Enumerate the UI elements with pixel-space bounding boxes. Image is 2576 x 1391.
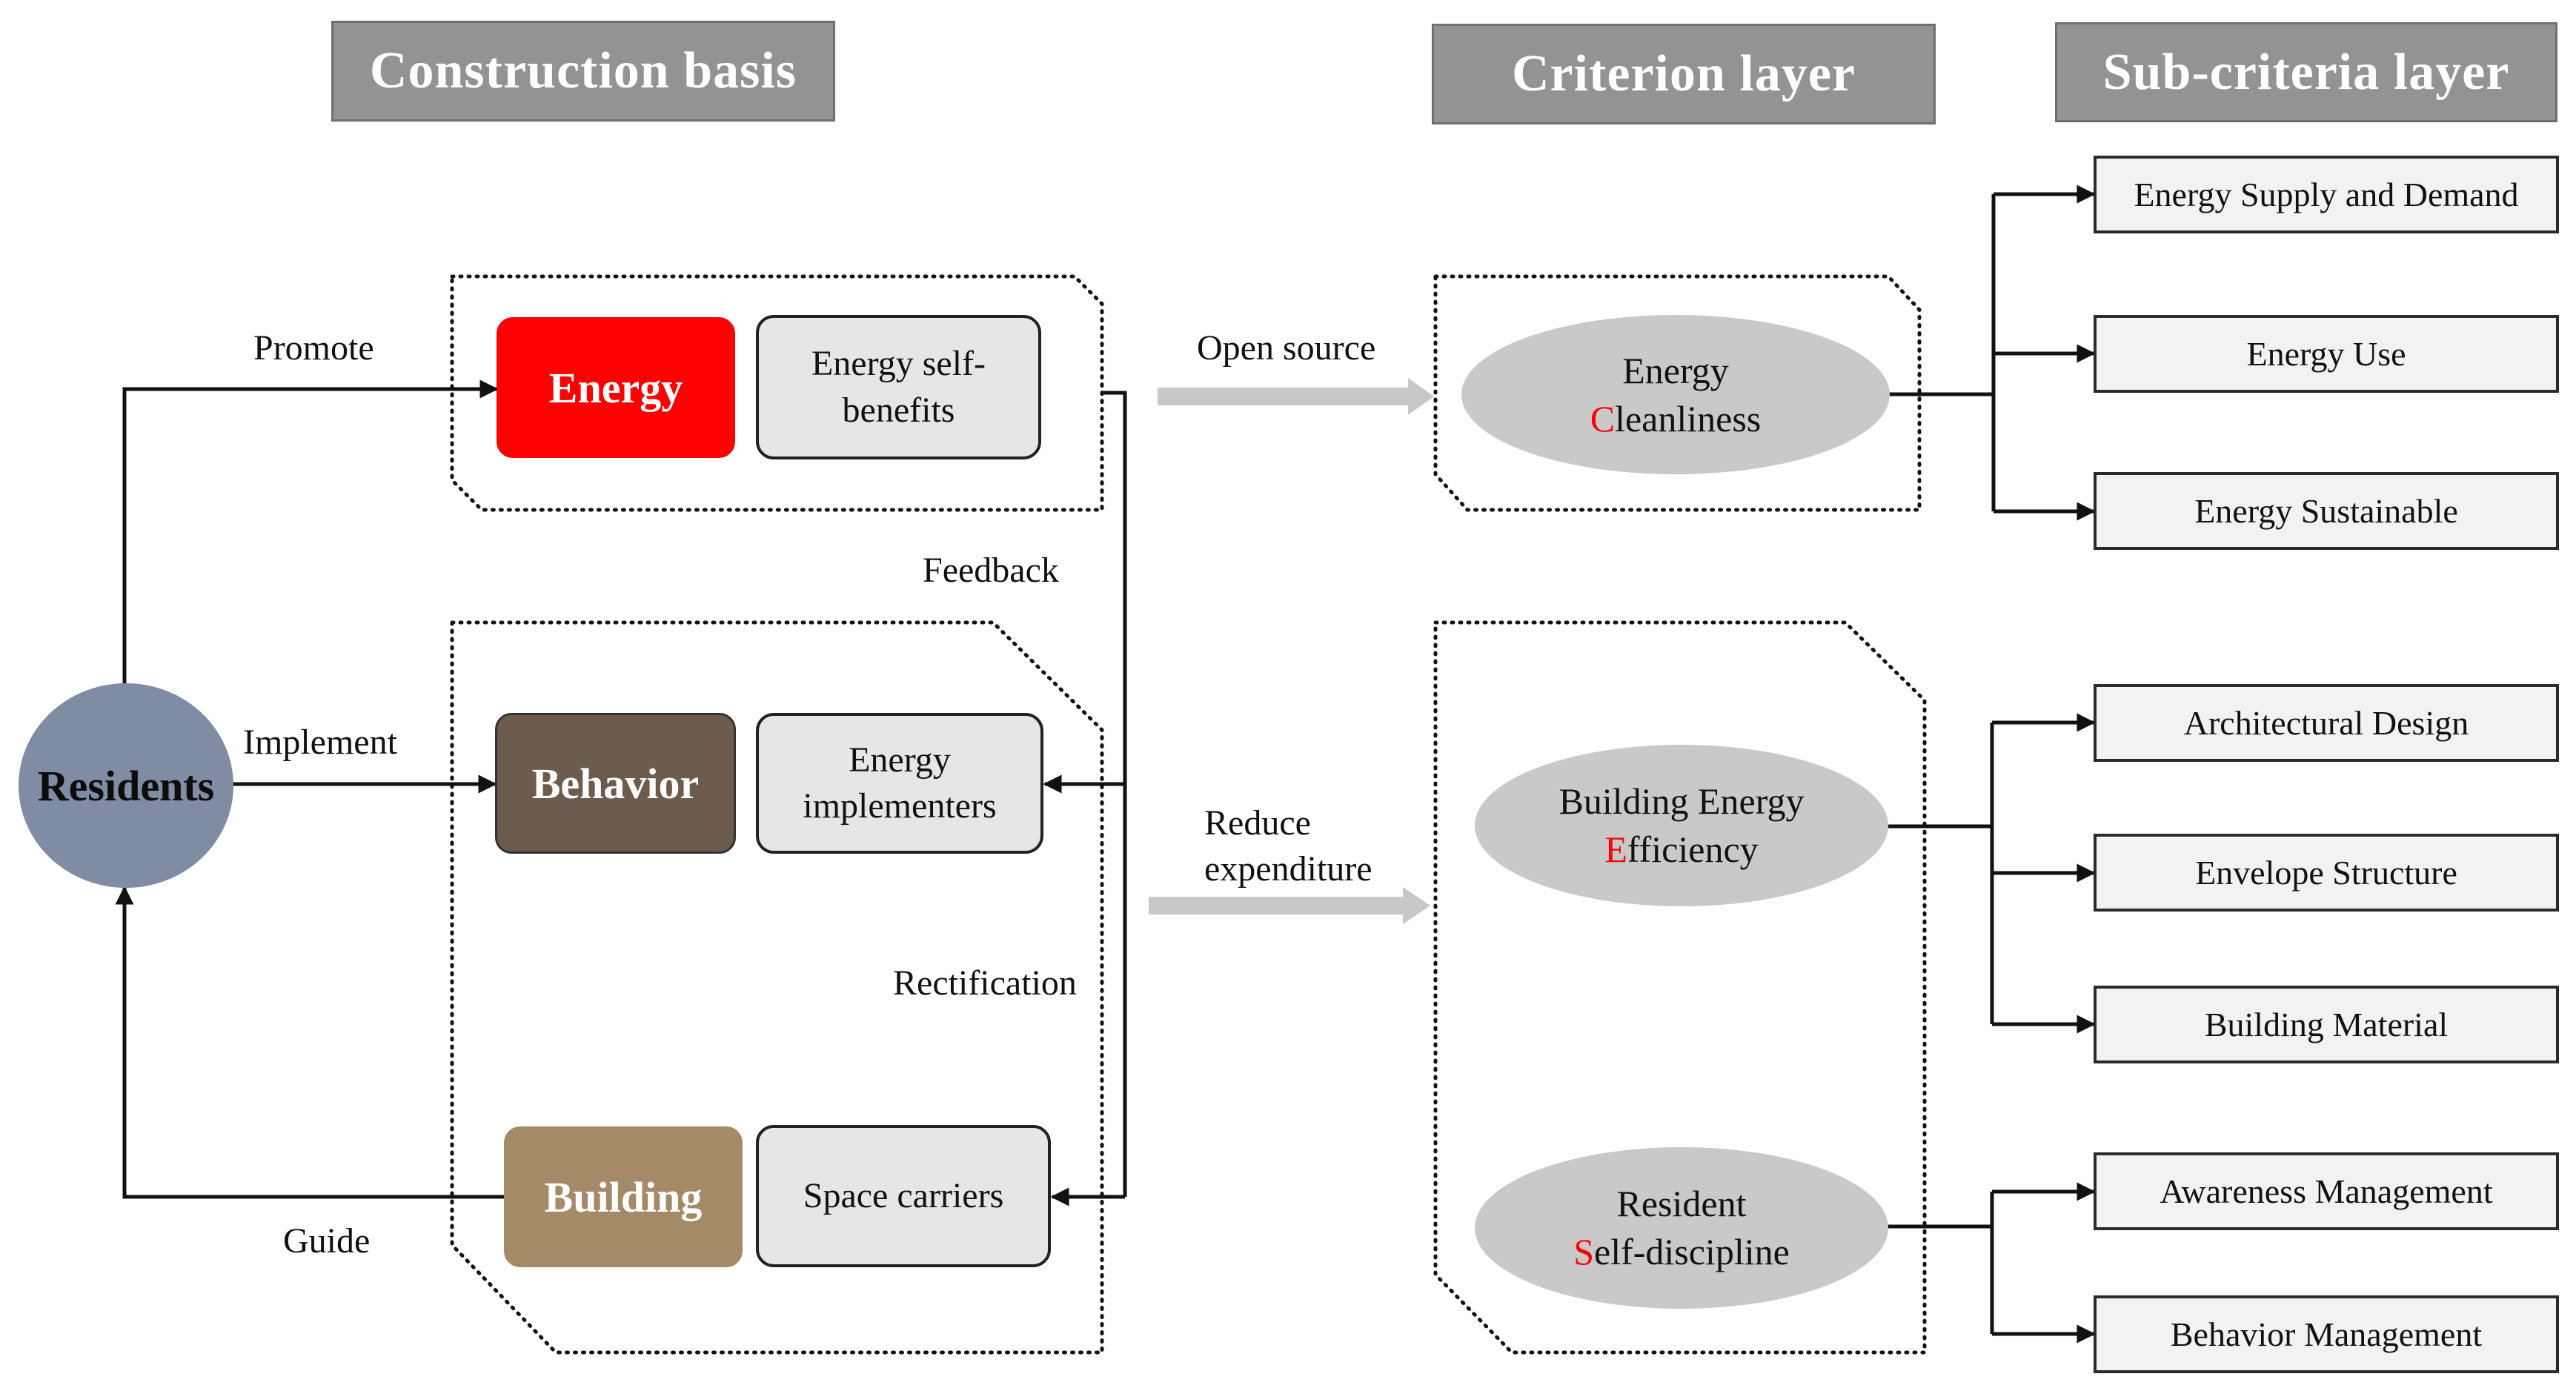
open-source-arrow bbox=[1158, 378, 1434, 415]
criterion-layer-header: Criterion layer bbox=[1432, 24, 1936, 125]
residents-node: Residents bbox=[19, 683, 233, 888]
implement-label: Implement bbox=[243, 723, 397, 762]
building-energy-efficiency-node: Building Energy Efficiency bbox=[1475, 745, 1888, 906]
building-material-box: Building Material bbox=[2094, 986, 2559, 1063]
energy-use-box: Energy Use bbox=[2094, 315, 2559, 393]
construction-basis-header: Construction basis bbox=[331, 21, 835, 122]
reduce-expenditure-label: Reduce expenditure bbox=[1204, 803, 1372, 889]
energy-sustainable-box: Energy Sustainable bbox=[2094, 472, 2559, 550]
energy-cleanliness-node: Energy Cleanliness bbox=[1461, 315, 1890, 474]
behavior-building-group-outline bbox=[450, 620, 1104, 1355]
architectural-design-box: Architectural Design bbox=[2094, 684, 2559, 762]
building-energy-efficiency-line2: Efficiency bbox=[1604, 829, 1759, 870]
energy-node: Energy bbox=[497, 317, 735, 458]
criterion-group-outline-2 bbox=[1433, 620, 1927, 1355]
energy-cleanliness-line1: Energy bbox=[1622, 349, 1729, 391]
resident-self-discipline-node: Resident Self-discipline bbox=[1475, 1147, 1888, 1309]
resident-self-discipline-line1: Resident bbox=[1616, 1183, 1747, 1224]
building-node: Building bbox=[504, 1126, 743, 1267]
behavior-node: Behavior bbox=[495, 713, 736, 854]
energy-supply-demand-box: Energy Supply and Demand bbox=[2094, 156, 2559, 233]
building-energy-efficiency-line1: Building Energy bbox=[1558, 780, 1805, 822]
rectification-label: Rectification bbox=[893, 963, 1077, 1003]
space-carriers-node: Space carriers bbox=[756, 1125, 1051, 1267]
envelope-structure-box: Envelope Structure bbox=[2094, 834, 2559, 912]
reduce-expenditure-arrow bbox=[1149, 887, 1430, 924]
energy-cleanliness-line2: Cleanliness bbox=[1590, 397, 1762, 439]
guide-label: Guide bbox=[283, 1221, 371, 1261]
energy-implementers-node: Energy implementers bbox=[756, 713, 1043, 854]
promote-connector bbox=[122, 379, 499, 685]
open-source-label: Open source bbox=[1197, 328, 1376, 368]
sub-criteria-layer-header: Sub-criteria layer bbox=[2055, 22, 2557, 122]
energy-group-outline bbox=[450, 274, 1104, 512]
resident-self-discipline-line2: Self-discipline bbox=[1573, 1231, 1790, 1272]
feedback-connector bbox=[1102, 391, 1127, 1197]
promote-label: Promote bbox=[253, 328, 374, 368]
feedback-label: Feedback bbox=[923, 551, 1059, 590]
awareness-management-box: Awareness Management bbox=[2094, 1152, 2559, 1230]
guide-connector bbox=[115, 886, 504, 1199]
criterion-group-outline-1 bbox=[1433, 274, 1922, 512]
energy-self-benefits-node: Energy self- benefits bbox=[756, 315, 1041, 459]
behavior-management-box: Behavior Management bbox=[2094, 1295, 2559, 1373]
